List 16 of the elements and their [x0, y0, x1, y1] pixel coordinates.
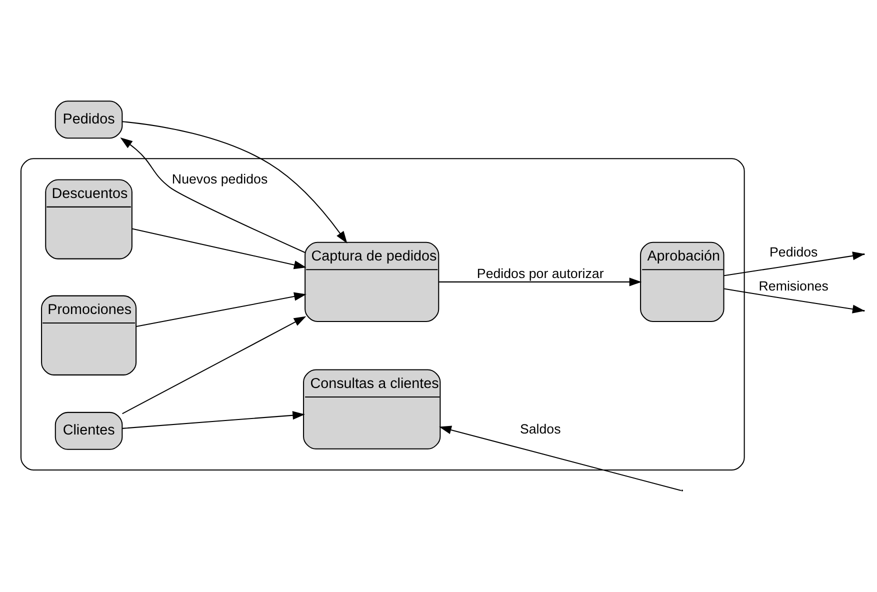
arrow [132, 228, 306, 270]
arrow [439, 426, 682, 491]
arrow [122, 316, 306, 414]
arrow [120, 137, 306, 253]
node-box: Pedidos [54, 100, 123, 139]
arrow [439, 278, 642, 286]
node-box: Clientes [54, 412, 123, 450]
cluster [20, 158, 745, 470]
edge-label: Remisiones [758, 278, 828, 294]
arrow [122, 121, 348, 244]
arrow [136, 292, 306, 328]
arrow [122, 411, 305, 429]
edge-label: Pedidos por autorizar [476, 266, 604, 282]
edge-label: Nuevos pedidos [172, 172, 268, 187]
edge-label: Pedidos [770, 244, 818, 260]
edge-label: Saldos [520, 421, 561, 436]
